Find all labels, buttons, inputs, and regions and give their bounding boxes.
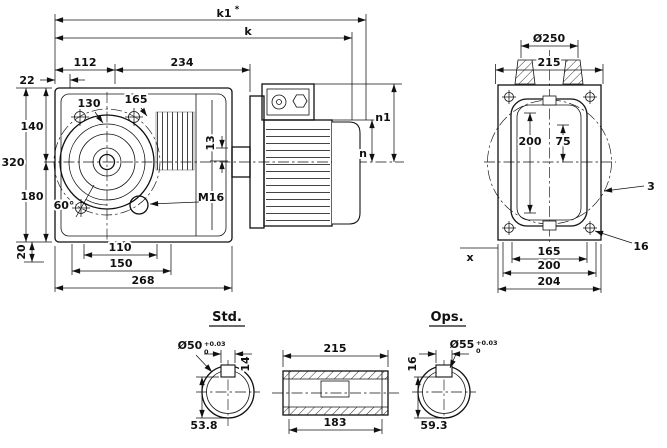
ops-height-dim: 59.3	[420, 419, 447, 432]
dim-3: 3	[647, 180, 655, 193]
ops-title: Ops.	[430, 310, 463, 325]
dim-16-hole: 16	[633, 240, 649, 253]
output-flange-boss	[59, 114, 155, 210]
section-hatch-bottom	[283, 407, 388, 415]
std-tol-upper: +0.03	[204, 340, 225, 348]
adapter-cooling-fins	[155, 111, 195, 171]
dim-268: 268	[132, 274, 155, 287]
ops-tol-upper: +0.03	[476, 339, 497, 347]
bolt-circle	[53, 108, 161, 216]
top-notch	[542, 95, 557, 106]
mounting-plate	[497, 84, 602, 241]
shaft-section-view: 215 183	[272, 340, 399, 434]
cable-gland	[271, 94, 287, 110]
dim-140: 140	[21, 120, 44, 133]
dim-k: k	[244, 25, 252, 38]
dim-75: 75	[555, 135, 570, 148]
top-lug-left	[514, 59, 536, 85]
top-lug-right	[562, 59, 584, 85]
main-view-dimensions: k1 * k 22 112 234 130 165 320 140 180	[0, 3, 402, 292]
hollow-shaft-section	[282, 370, 389, 416]
ops-keyway	[435, 364, 453, 378]
bolt-holes	[71, 108, 143, 217]
dim-k1-asterisk: *	[235, 5, 240, 15]
axis-x-label: x	[466, 251, 473, 264]
bore-keyway-pocket	[320, 380, 350, 398]
std-dia-label: Ø50	[178, 339, 203, 352]
dim-20: 20	[15, 244, 28, 260]
dim-13: 13	[204, 135, 217, 150]
ops-dia-label: Ø55	[450, 338, 475, 351]
dim-dia250: Ø250	[533, 32, 566, 45]
std-height-dim: 53.8	[190, 419, 217, 432]
dim-234: 234	[171, 56, 194, 69]
dim-320: 320	[2, 156, 25, 169]
dim-n: n	[359, 147, 367, 160]
gland-plug-hex	[292, 94, 308, 108]
dim-112: 112	[74, 56, 97, 69]
std-tol-lower: 0	[204, 348, 209, 356]
dim-k1: k1	[217, 7, 232, 20]
gearbox-housing-inner	[60, 93, 227, 237]
section-hatch-top	[283, 371, 388, 379]
output-shaft-bore	[98, 153, 116, 171]
plate-cutout-outer	[510, 98, 588, 227]
flange-corner-holes	[502, 90, 597, 235]
main-view	[44, 83, 404, 243]
section-length-dim: 215	[324, 342, 347, 355]
ops-key-dim: 16	[406, 356, 419, 372]
std-title: Std.	[212, 310, 242, 325]
dim-165-flange: 165	[538, 245, 561, 258]
shaft-ops-view: Ops. Ø55 +0.03 0 16 59.3	[404, 310, 497, 434]
ops-tol-lower: 0	[476, 347, 481, 355]
dim-215-flange: 215	[538, 56, 561, 69]
shaft-std-view: Std. Ø50 +0.03 0 14 53.8	[178, 310, 260, 434]
dim-200-flange: 200	[538, 259, 561, 272]
dim-110: 110	[109, 241, 132, 254]
dia250-phantom-circle	[487, 99, 612, 225]
dim-165: 165	[125, 93, 148, 106]
std-keyway	[220, 364, 236, 378]
dim-22: 22	[19, 74, 34, 87]
plate-cutout-inner	[516, 104, 582, 221]
dim-150: 150	[110, 257, 133, 270]
dim-n1: n1	[375, 111, 391, 124]
m16-plug-hole	[129, 195, 149, 215]
label-m16: M16	[198, 191, 225, 204]
fan-cowl	[332, 121, 361, 225]
dim-204-flange: 204	[538, 275, 561, 288]
bottom-notch	[542, 220, 557, 231]
std-key-dim: 14	[239, 356, 252, 372]
section-inner-dim: 183	[324, 416, 347, 429]
dim-200-vertical: 200	[519, 135, 542, 148]
dim-60deg: 60°	[54, 199, 75, 212]
dim-130: 130	[78, 97, 101, 110]
flange-view: Ø250 215 200 75 3 16 165 200 204 x	[460, 30, 657, 293]
motor-cooling-fins	[266, 124, 330, 222]
dim-180: 180	[21, 190, 44, 203]
